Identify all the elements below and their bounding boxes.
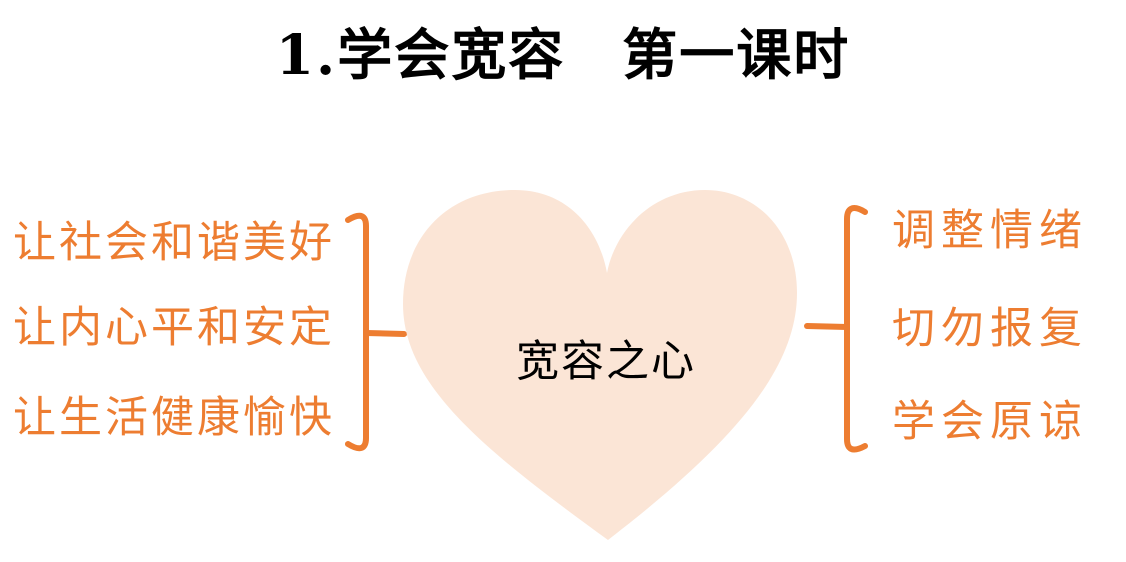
right-item-adjust-emotions: 调整情绪	[892, 206, 1088, 256]
heart-shape	[403, 190, 797, 540]
right-item-learn-to-forgive: 学会原谅	[892, 397, 1088, 447]
page-title: 1.学会宽容 第一课时	[275, 22, 851, 87]
heart-label: 宽容之心	[516, 337, 696, 387]
right-item-no-revenge: 切勿报复	[892, 304, 1088, 354]
left-item-benefit-healthy-life: 让生活健康愉快	[13, 393, 335, 443]
left-brace-shape	[345, 212, 407, 452]
left-item-benefit-inner-peace: 让内心平和安定	[13, 303, 335, 353]
left-item-benefit-society: 让社会和谐美好	[13, 218, 335, 268]
right-brace-shape	[804, 205, 868, 453]
